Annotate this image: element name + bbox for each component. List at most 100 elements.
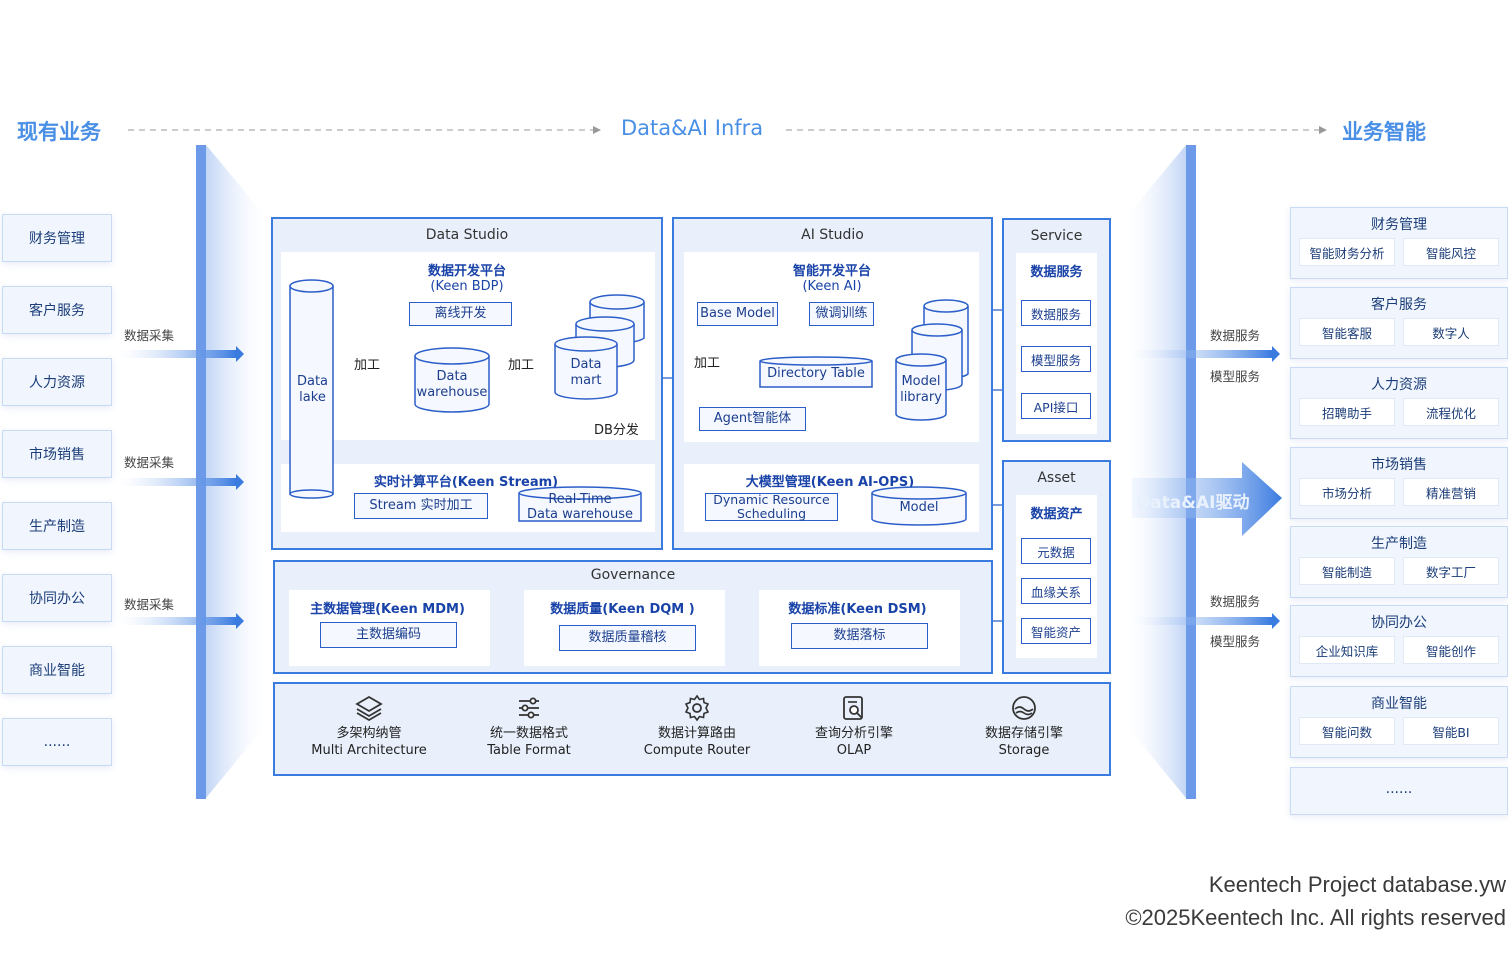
left-item-production: 生产制造	[2, 502, 112, 550]
data-mart-label: Data mart	[570, 357, 602, 389]
realtime-dw-cylinder	[518, 486, 642, 522]
right-card-title: 客户服务	[1371, 297, 1427, 313]
right-card-item: 数字工厂	[1403, 557, 1499, 585]
ai-dev-platform-title: 智能开发平台	[792, 264, 871, 279]
right-flow-label: 数据服务	[1210, 594, 1261, 609]
right-card-title: 商业智能	[1371, 696, 1427, 712]
right-flow-label: 模型服务	[1210, 634, 1261, 649]
model-library-label: Model library	[900, 374, 942, 406]
right-card-item: 智能创作	[1403, 636, 1499, 664]
dynamic-scheduling-box: Dynamic Resource Scheduling	[705, 493, 838, 521]
header-center: Data&AI Infra	[621, 116, 764, 140]
left-flow-label: 数据采集	[124, 455, 175, 470]
right-card-office: 协同办公 企业知识库 智能创作	[1290, 605, 1508, 677]
right-card-item: 智能问数	[1299, 717, 1395, 745]
gov-dsm-title: 数据标准(Keen DSM)	[788, 602, 927, 617]
header-left: 现有业务	[17, 120, 101, 144]
service-item: API接口	[1021, 393, 1091, 419]
left-item-hr: 人力资源	[2, 358, 112, 406]
offline-dev-box: 离线开发	[409, 302, 512, 326]
header-right: 业务智能	[1342, 120, 1426, 144]
right-card-production: 生产制造 智能制造 数字工厂	[1290, 526, 1508, 598]
right-card-bi: 商业智能 智能问数 智能BI	[1290, 686, 1508, 758]
right-card-title: 财务管理	[1371, 217, 1427, 233]
left-item-customer: 客户服务	[2, 286, 112, 334]
right-card-title: ......	[1385, 781, 1413, 797]
directory-table-label: Directory Table	[767, 366, 865, 381]
right-card-finance: 财务管理 智能财务分析 智能风控	[1290, 207, 1508, 279]
asset-item: 血缘关系	[1021, 578, 1091, 604]
base-model-box: Base Model	[697, 302, 778, 326]
right-card-item: 精准营销	[1403, 478, 1499, 506]
asset-item: 元数据	[1021, 538, 1091, 564]
data-warehouse-label: Data warehouse	[416, 369, 488, 401]
model-label: Model	[899, 500, 939, 515]
model-library-cylinder-stack	[895, 299, 969, 421]
data-lake-label: Data lake	[296, 374, 329, 406]
right-flow-label: 模型服务	[1210, 369, 1261, 384]
agent-box: Agent智能体	[699, 407, 806, 431]
right-card-item: 智能财务分析	[1299, 238, 1395, 266]
right-card-item: 智能风控	[1403, 238, 1499, 266]
data-dev-platform-sub: (Keen BDP)	[430, 279, 504, 294]
left-item-finance: 财务管理	[2, 214, 112, 262]
right-card-item: 智能BI	[1403, 717, 1499, 745]
data-warehouse-cylinder	[414, 347, 490, 413]
right-card-item: 企业知识库	[1299, 636, 1395, 664]
ai-process-label: 加工	[694, 356, 721, 371]
data-mart-cylinder-stack	[554, 294, 645, 400]
gov-dqm-title: 数据质量(Keen DQM )	[550, 602, 695, 617]
db-dist-label: DB分发	[594, 423, 639, 438]
ai-studio-title: AI Studio	[801, 227, 864, 243]
right-card-item: 流程优化	[1403, 398, 1499, 426]
service-item: 数据服务	[1021, 300, 1091, 326]
right-card-item: 智能制造	[1299, 557, 1395, 585]
data-lake-cylinder	[289, 279, 334, 499]
stream-platform-title: 实时计算平台(Keen Stream)	[373, 475, 559, 490]
left-item-office: 协同办公	[2, 574, 112, 622]
llm-mgmt-title: 大模型管理(Keen AI-OPS)	[745, 475, 915, 490]
ai-dev-platform-sub: (Keen AI)	[802, 279, 862, 294]
stream-process-box: Stream 实时加工	[354, 493, 488, 519]
storage-icon	[1012, 696, 1036, 720]
asset-item: 智能资产	[1021, 618, 1091, 644]
right-card-item: 数字人	[1403, 318, 1499, 346]
foundation-panel	[273, 682, 1111, 776]
asset-title: Asset	[1037, 470, 1076, 486]
right-card-item: 智能客服	[1299, 318, 1395, 346]
data-studio-title: Data Studio	[425, 227, 509, 243]
data-dev-platform-title: 数据开发平台	[427, 264, 506, 279]
process-label: 加工	[354, 358, 381, 373]
gov-mdm-item: 主数据编码	[320, 622, 457, 648]
asset-subtitle: 数据资产	[1030, 507, 1083, 522]
footer-line2: ©2025Keentech Inc. All rights reserved	[1125, 905, 1506, 930]
governance-panel: Governance	[273, 560, 993, 674]
right-flow-label: 数据服务	[1210, 328, 1261, 343]
realtime-dw-label: Real-Time Data warehouse	[526, 492, 634, 523]
gov-dsm-item: 数据落标	[791, 623, 928, 649]
right-card-marketing: 市场销售 市场分析 精准营销	[1290, 447, 1508, 519]
gov-dqm-item: 数据质量稽核	[559, 625, 696, 651]
right-card-more: ......	[1290, 767, 1508, 815]
left-flow-label: 数据采集	[124, 328, 175, 343]
big-arrow-label: Data&AI驱动	[1136, 493, 1250, 513]
model-cylinder	[871, 486, 967, 526]
left-item-bi: 商业智能	[2, 646, 112, 694]
gear-icon	[684, 694, 710, 722]
right-card-customer: 客户服务 智能客服 数字人	[1290, 287, 1508, 359]
left-item-more: ......	[2, 718, 112, 766]
left-item-marketing: 市场销售	[2, 430, 112, 478]
report-search-icon	[843, 696, 863, 720]
gov-mdm-title: 主数据管理(Keen MDM)	[310, 602, 465, 617]
service-subtitle: 数据服务	[1030, 265, 1083, 280]
right-card-title: 生产制造	[1371, 536, 1427, 552]
left-flow-label: 数据采集	[124, 597, 175, 612]
service-title: Service	[1030, 228, 1083, 244]
right-card-item: 市场分析	[1299, 478, 1395, 506]
directory-table-cylinder	[759, 356, 873, 388]
governance-title: Governance	[590, 567, 676, 583]
